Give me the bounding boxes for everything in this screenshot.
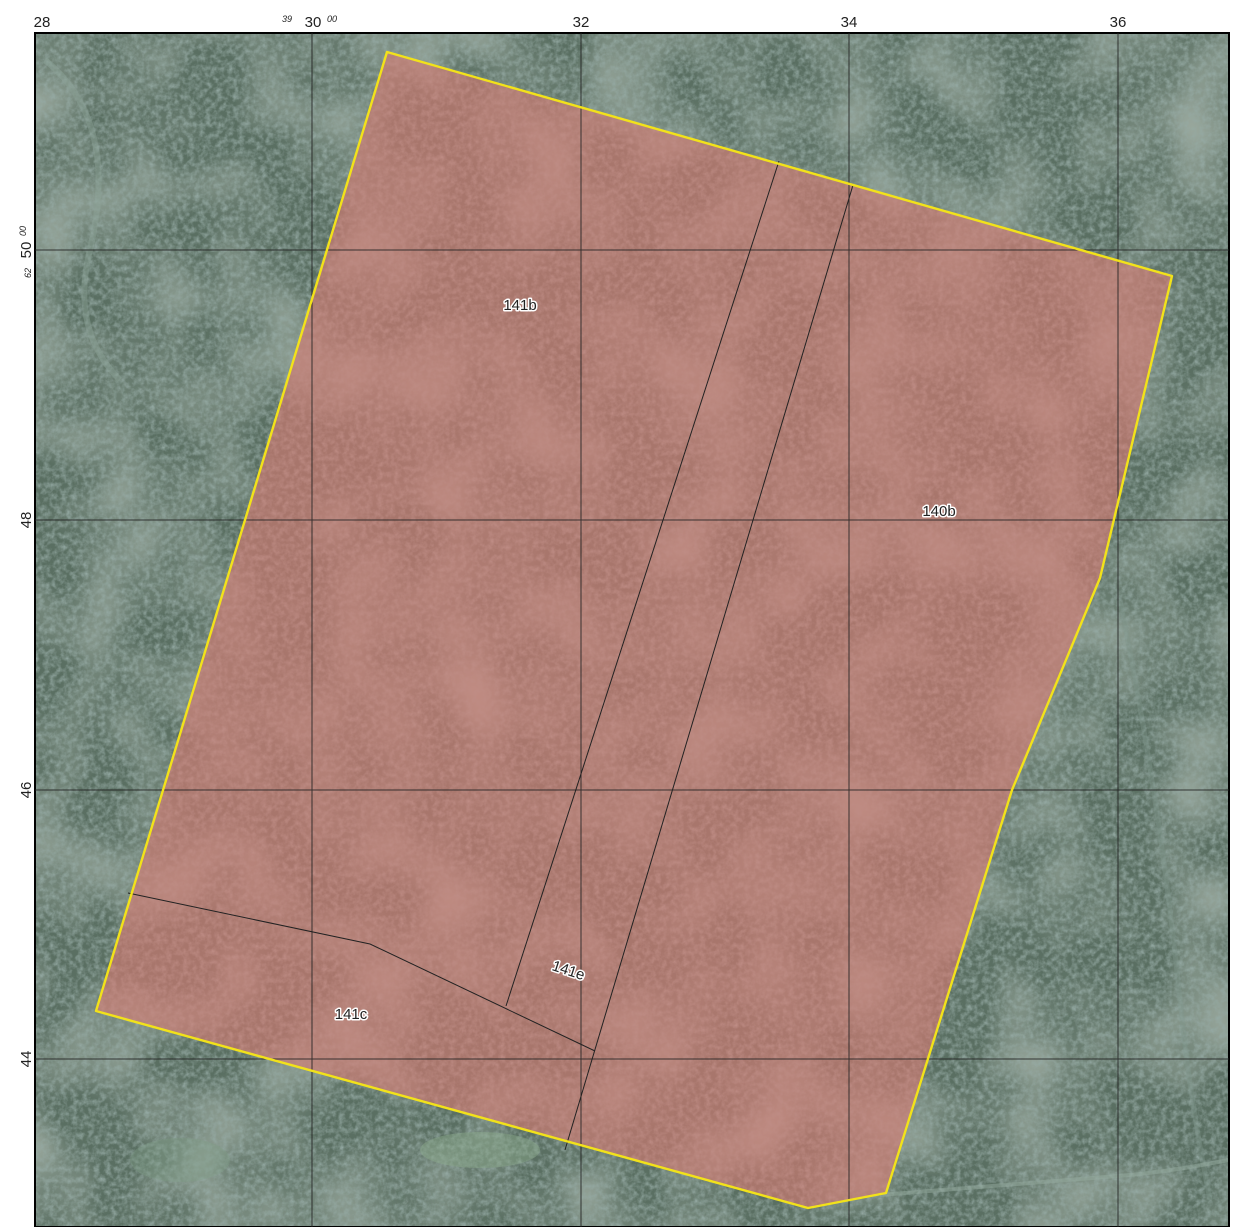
x-tick-label: 32 [573, 14, 590, 31]
parcel-division-lines [127, 160, 854, 1151]
y-tick-prefix: 62 [23, 268, 33, 278]
parcel-label-140b[interactable]: 140b [921, 502, 957, 522]
y-tick-label: 50 [18, 242, 35, 259]
y-axis-ticks: 62 50 00 48 46 44 [18, 226, 35, 1067]
x-axis-ticks: 28 39 30 00 32 34 36 [34, 14, 1127, 31]
x-tick-label: 36 [1110, 14, 1127, 31]
x-tick-label: 30 [305, 14, 322, 31]
y-tick-label: 46 [18, 782, 35, 799]
parcel-label-141c[interactable]: 141c [333, 1005, 369, 1025]
x-tick-label: 28 [34, 14, 51, 31]
x-tick-prefix: 39 [282, 14, 292, 24]
y-tick-label: 48 [18, 512, 35, 529]
map-frame [34, 32, 1230, 1227]
y-tick-suffix: 00 [18, 226, 28, 236]
coordinate-grid [35, 33, 1229, 1227]
x-tick-suffix: 00 [327, 14, 337, 24]
x-tick-label: 34 [841, 14, 858, 31]
y-tick-label: 44 [18, 1051, 35, 1068]
parcel-boundary [94, 50, 1174, 1210]
parcel-label-141b[interactable]: 141b [502, 296, 538, 316]
parcel-area[interactable] [96, 52, 1172, 1208]
